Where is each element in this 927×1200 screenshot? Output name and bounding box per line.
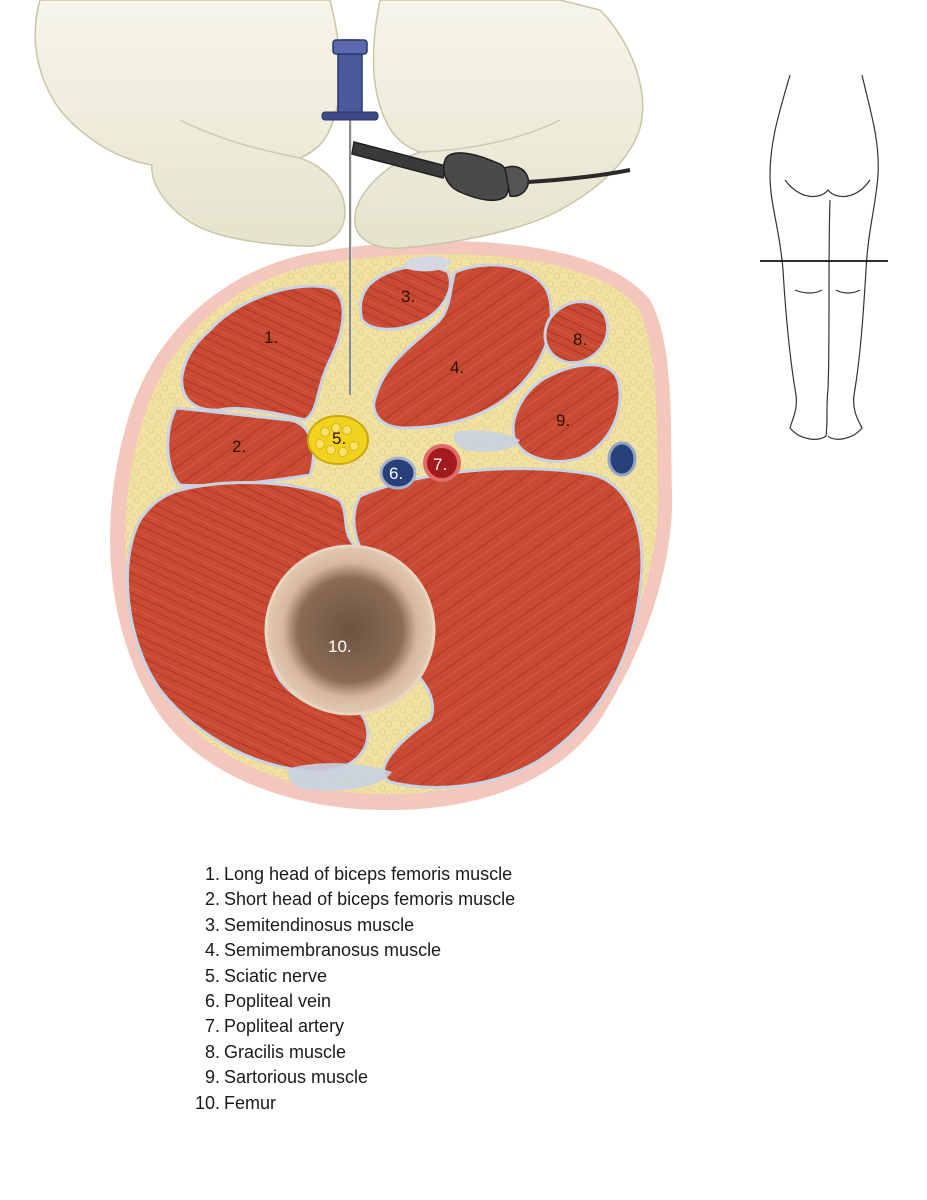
legend-label: Semimembranosus muscle [224, 940, 442, 961]
callout-4: 4. [450, 358, 464, 377]
callout-2: 2. [232, 437, 246, 456]
popliteal-artery [423, 444, 461, 482]
buttocks-line [784, 179, 871, 198]
callout-10: 10. [328, 637, 352, 656]
callout-1: 1. [264, 328, 278, 347]
fascia-posterior [453, 430, 520, 452]
legend-item: 5.Sciatic nerve [190, 964, 650, 989]
legend-item: 8.Gracilis muscle [190, 1040, 650, 1065]
extension-tubing [351, 141, 447, 179]
semimembranosus [372, 263, 553, 430]
legend-item: 4.Semimembranosus muscle [190, 938, 650, 963]
needle-hub-cap [332, 39, 368, 55]
legend-number: 3. [204, 914, 220, 935]
tendon-semitendinosus [405, 256, 452, 272]
body-outline-right [827, 74, 879, 440]
legend-label: Semitendinosus muscle [224, 914, 415, 935]
callout-3: 3. [401, 287, 415, 306]
legend-number: 8. [204, 1041, 220, 1062]
legend-number: 5. [204, 965, 220, 986]
legend-number: 9. [204, 1067, 220, 1088]
nerve-block-needle [321, 39, 631, 395]
body-outline-left [769, 74, 831, 440]
sciatic-nerve [307, 415, 369, 465]
long-head-biceps-femoris [180, 284, 345, 422]
legend-number: 1. [204, 864, 220, 884]
popliteal-vein [379, 456, 417, 490]
legend-item: 10.Femur [190, 1091, 650, 1116]
gloved-hands [34, 0, 644, 249]
femur-cortex-outline [264, 544, 436, 716]
legend-label: Femur [224, 1092, 277, 1113]
gracilis [543, 300, 609, 365]
tubing-connector-end [504, 165, 530, 197]
legend-label: Popliteal artery [224, 1016, 345, 1037]
callout-9: 9. [556, 411, 570, 430]
short-head-biceps-femoris [166, 406, 315, 488]
legend-item: 1.Long head of biceps femoris muscle [190, 862, 650, 887]
knee-crease-left [794, 289, 823, 294]
fascia-anterior [288, 763, 392, 791]
legend-label: Long head of biceps femoris muscle [224, 864, 513, 884]
callout-6: 6. [389, 464, 403, 483]
legend-number: 4. [204, 940, 220, 961]
legend-label: Sartorious muscle [224, 1067, 369, 1088]
legend-number: 2. [204, 889, 220, 910]
great-saphenous-vein [607, 441, 637, 477]
legend-number: 6. [204, 991, 220, 1012]
body-outline-inset [769, 74, 879, 440]
legend-item: 3.Semitendinosus muscle [190, 913, 650, 938]
needle-hub-flange [321, 111, 379, 121]
legend-label: Gracilis muscle [224, 1041, 347, 1062]
legend-item: 6.Popliteal vein [190, 989, 650, 1014]
legend-label: Short head of biceps femoris muscle [224, 889, 516, 910]
thigh-cross-section [110, 241, 673, 811]
left-glove [34, 0, 346, 247]
legend-number: 7. [204, 1016, 220, 1037]
right-glove [354, 0, 644, 249]
callout-7: 7. [433, 455, 447, 474]
callout-5: 5. [332, 429, 346, 448]
cross-section-illustration: 1. 2. 3. 4. 5. 6. 7. 8. 9. 10. [34, 0, 888, 811]
legend-label: Popliteal vein [224, 991, 332, 1012]
callout-numbers: 1. 2. 3. 4. 5. 6. 7. 8. 9. 10. [232, 287, 587, 656]
legend-item: 2.Short head of biceps femoris muscle [190, 887, 650, 912]
sartorius [511, 363, 622, 463]
tubing-connector [442, 152, 510, 202]
legend-label: Sciatic nerve [224, 965, 328, 986]
femur [266, 546, 434, 714]
callout-8: 8. [573, 330, 587, 349]
cable [527, 168, 631, 184]
legend-number: 10. [194, 1092, 220, 1113]
legend-item: 9.Sartorious muscle [190, 1065, 650, 1090]
legend-item: 7.Popliteal artery [190, 1014, 650, 1039]
glove-finger-crease [179, 119, 561, 159]
knee-crease-right [835, 289, 861, 294]
